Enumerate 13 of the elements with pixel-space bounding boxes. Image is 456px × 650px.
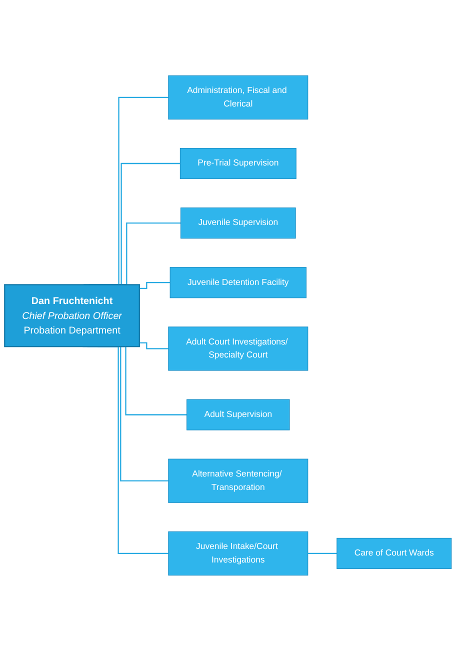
- node-box: Juvenile Detention Facility: [170, 266, 306, 298]
- node-box: Alternative Sentencing/ Transporation: [168, 458, 308, 502]
- node-box: Care of Court Wards: [336, 537, 452, 569]
- node-box: Juvenile Intake/Court Investigations: [168, 530, 308, 576]
- node-box: Adult Court Investigations/ Specialty Court: [168, 326, 308, 370]
- node-box: Juvenile Supervision: [180, 207, 296, 238]
- connector: [139, 282, 170, 289]
- connector: [139, 342, 168, 349]
- node-box: Adult Supervision: [186, 398, 290, 430]
- node-box: Administration, Fiscal and Clerical: [168, 74, 308, 120]
- connector: [308, 552, 337, 554]
- node-box: Dan Fruchtenicht Chief Probation Officer Probation Department: [4, 284, 140, 347]
- node-box: Pre-Trial Supervision: [180, 148, 296, 179]
